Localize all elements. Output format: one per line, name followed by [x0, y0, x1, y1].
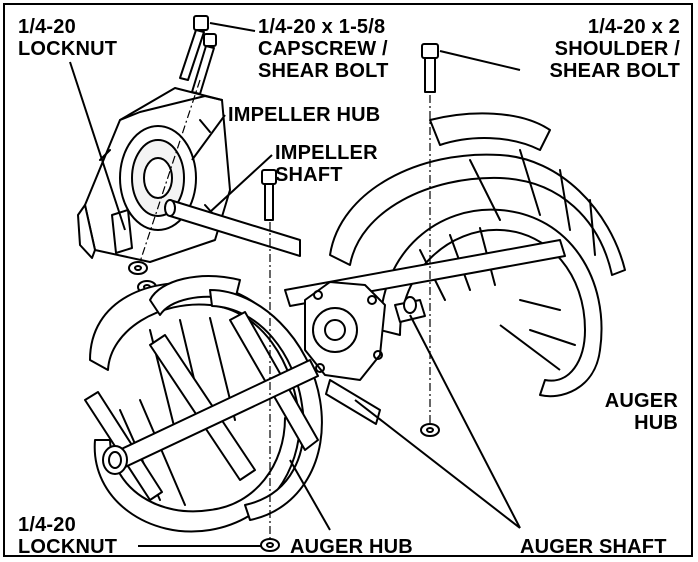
right-auger-flights: [329, 112, 626, 398]
impeller-shaft: [164, 199, 301, 257]
auger-blade-strips: [84, 311, 381, 501]
locknut-bottom-label: 1/4-20 LOCKNUT: [18, 514, 118, 558]
auger-hub-gearbox: [304, 281, 426, 381]
auger-hub-bottom-label: AUGER HUB: [290, 536, 413, 558]
right-locknut: [420, 423, 440, 437]
shoulder-bolt-label: 1/4-20 x 2 SHOULDER / SHEAR BOLT: [549, 16, 680, 82]
impeller-hub-label: IMPELLER HUB: [228, 104, 381, 126]
leader-lines: [69, 22, 561, 547]
auger-shaft-label: AUGER SHAFT: [520, 536, 667, 558]
capscrew-label: 1/4-20 x 1-5/8 CAPSCREW / SHEAR BOLT: [258, 16, 389, 82]
diagram-border: [3, 3, 693, 557]
left-auger-flights: [89, 275, 323, 533]
middle-bolt: [261, 169, 277, 221]
alignment-lines: [139, 79, 431, 538]
shoulder-bolt: [421, 43, 439, 93]
auger-shaft-left: [102, 359, 319, 475]
bottom-locknut: [260, 538, 280, 552]
auger-hub-right-label: AUGER HUB: [604, 390, 678, 434]
capscrew-bolts: [179, 15, 217, 95]
locknut-top-label: 1/4-20 LOCKNUT: [18, 16, 118, 60]
impeller-shaft-label: IMPELLER SHAFT: [275, 142, 378, 186]
gearbox-housing: [77, 87, 231, 263]
